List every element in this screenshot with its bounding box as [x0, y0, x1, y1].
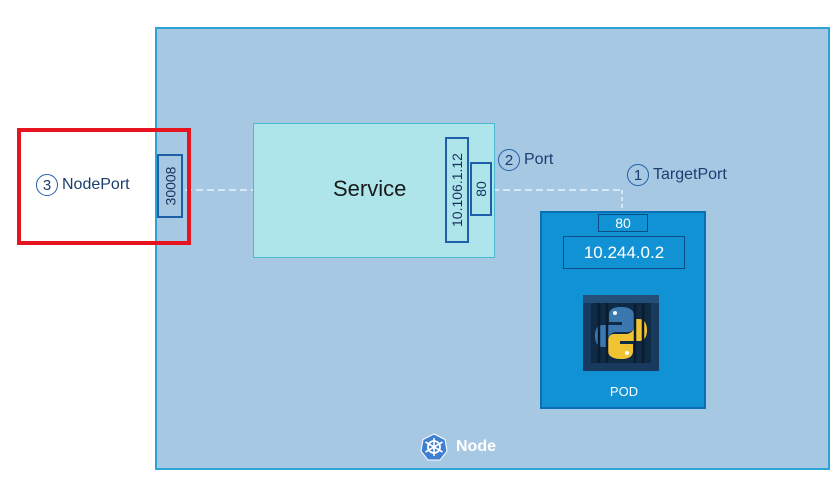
- port-callout: 2 Port: [498, 149, 553, 171]
- service-box: [253, 123, 495, 258]
- pod-ip-box: 10.244.0.2: [563, 236, 685, 269]
- nodeport-value-box: 30008: [157, 154, 183, 218]
- targetport-number: 1: [627, 164, 649, 186]
- service-port-box: 80: [470, 162, 492, 216]
- pod-ip: 10.244.0.2: [583, 242, 665, 262]
- port-number: 2: [498, 149, 520, 171]
- targetport-label: TargetPort: [653, 166, 727, 183]
- service-cluster-ip: 10.106.1.12: [449, 153, 465, 227]
- service-label: Service: [333, 176, 407, 201]
- node-label: Node: [456, 438, 496, 455]
- targetport-callout: 1 TargetPort: [627, 164, 727, 186]
- pod-port-box: 80: [598, 214, 648, 232]
- node-caption: Node: [420, 433, 496, 461]
- pod-label: POD: [609, 384, 639, 399]
- nodeport-number: 3: [36, 174, 58, 196]
- nodeport-label: NodePort: [62, 176, 130, 193]
- kubernetes-wheel-icon: [420, 433, 448, 461]
- port-label: Port: [524, 151, 554, 168]
- nodeport-highlight-box: [17, 128, 191, 245]
- pod-port-value: 80: [615, 215, 631, 231]
- nodeport-callout: 3 NodePort: [36, 174, 130, 196]
- python-container-icon: [583, 295, 659, 371]
- service-port-value: 80: [472, 181, 489, 197]
- service-cluster-ip-box: 10.106.1.12: [445, 137, 469, 243]
